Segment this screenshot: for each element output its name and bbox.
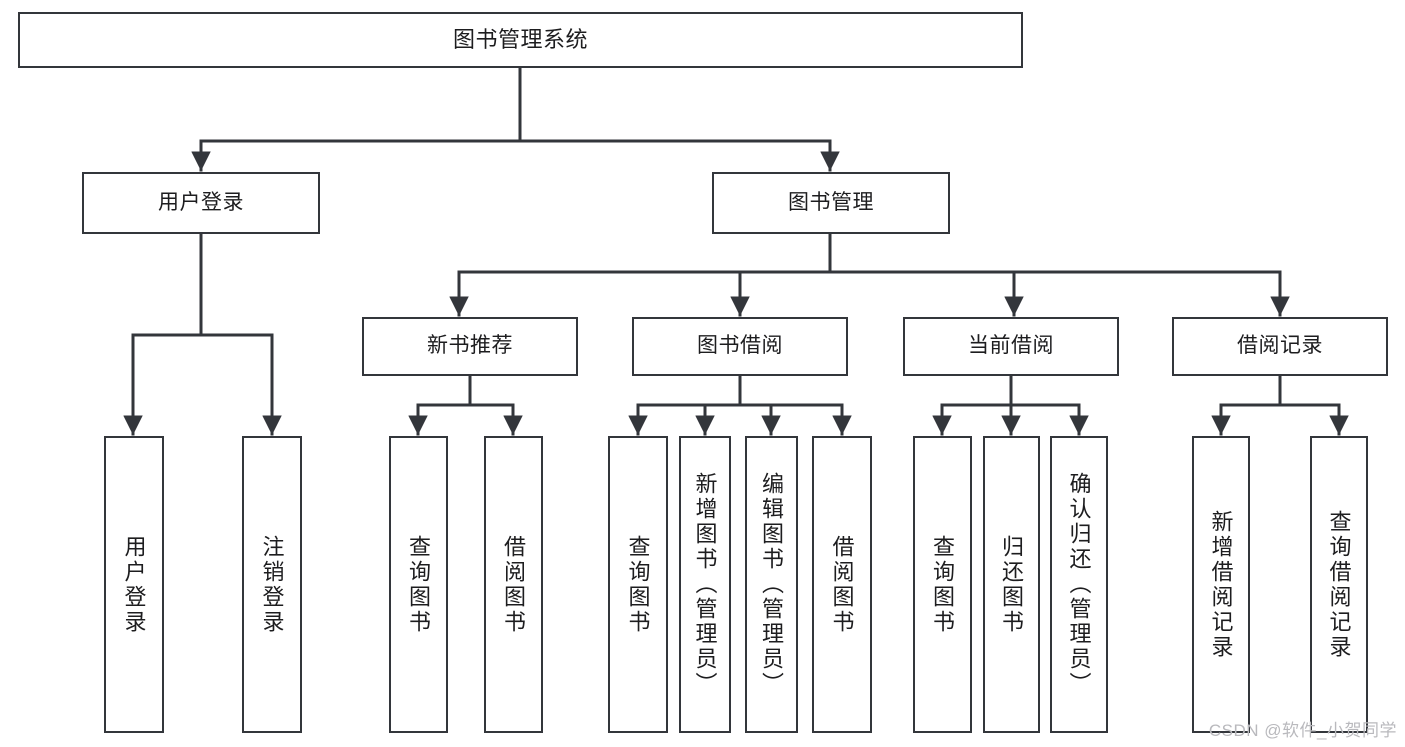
node-leaf-edit-book[interactable]: 编辑图书（管理员） bbox=[745, 436, 798, 733]
node-book-manage-label: 图书管理 bbox=[788, 190, 874, 214]
node-leaf-logout[interactable]: 注销登录 bbox=[242, 436, 302, 733]
node-new-book-rec[interactable]: 新书推荐 bbox=[362, 317, 578, 376]
node-book-borrow-label: 图书借阅 bbox=[697, 334, 783, 358]
node-current-borrow[interactable]: 当前借阅 bbox=[903, 317, 1119, 376]
node-leaf-query-book-1[interactable]: 查询图书 bbox=[389, 436, 448, 733]
node-leaf-return-book-label: 归还图书 bbox=[999, 534, 1025, 635]
node-user-login[interactable]: 用户登录 bbox=[82, 172, 320, 234]
node-book-manage[interactable]: 图书管理 bbox=[712, 172, 950, 234]
node-leaf-add-record-label: 新增借阅记录 bbox=[1208, 509, 1234, 660]
node-leaf-query-book-2[interactable]: 查询图书 bbox=[608, 436, 668, 733]
node-leaf-query-book-3[interactable]: 查询图书 bbox=[913, 436, 972, 733]
node-leaf-borrow-book-2[interactable]: 借阅图书 bbox=[812, 436, 872, 733]
node-leaf-query-book-2-label: 查询图书 bbox=[625, 534, 651, 635]
node-borrow-record-label: 借阅记录 bbox=[1237, 334, 1323, 358]
node-leaf-return-book[interactable]: 归还图书 bbox=[983, 436, 1040, 733]
node-leaf-add-book-label: 新增图书（管理员） bbox=[692, 472, 718, 697]
node-current-borrow-label: 当前借阅 bbox=[968, 334, 1054, 358]
node-leaf-confirm-return[interactable]: 确认归还（管理员） bbox=[1050, 436, 1108, 733]
node-leaf-borrow-book-1-label: 借阅图书 bbox=[501, 534, 527, 635]
node-leaf-query-book-1-label: 查询图书 bbox=[406, 534, 432, 635]
node-leaf-confirm-return-label: 确认归还（管理员） bbox=[1066, 472, 1092, 697]
node-borrow-record[interactable]: 借阅记录 bbox=[1172, 317, 1388, 376]
node-leaf-query-book-3-label: 查询图书 bbox=[930, 534, 956, 635]
node-leaf-add-book[interactable]: 新增图书（管理员） bbox=[679, 436, 731, 733]
node-root[interactable]: 图书管理系统 bbox=[18, 12, 1023, 68]
node-root-label: 图书管理系统 bbox=[452, 27, 588, 53]
node-leaf-edit-book-label: 编辑图书（管理员） bbox=[759, 472, 785, 697]
node-leaf-user-login-label: 用户登录 bbox=[121, 534, 147, 635]
node-leaf-user-login[interactable]: 用户登录 bbox=[104, 436, 164, 733]
node-leaf-borrow-book-1[interactable]: 借阅图书 bbox=[484, 436, 543, 733]
node-book-borrow[interactable]: 图书借阅 bbox=[632, 317, 848, 376]
node-leaf-query-record-label: 查询借阅记录 bbox=[1326, 509, 1352, 660]
node-leaf-borrow-book-2-label: 借阅图书 bbox=[829, 534, 855, 635]
node-leaf-add-record[interactable]: 新增借阅记录 bbox=[1192, 436, 1250, 733]
node-user-login-label: 用户登录 bbox=[158, 190, 244, 214]
node-new-book-rec-label: 新书推荐 bbox=[427, 334, 513, 358]
node-leaf-logout-label: 注销登录 bbox=[259, 534, 285, 635]
node-leaf-query-record[interactable]: 查询借阅记录 bbox=[1310, 436, 1368, 733]
